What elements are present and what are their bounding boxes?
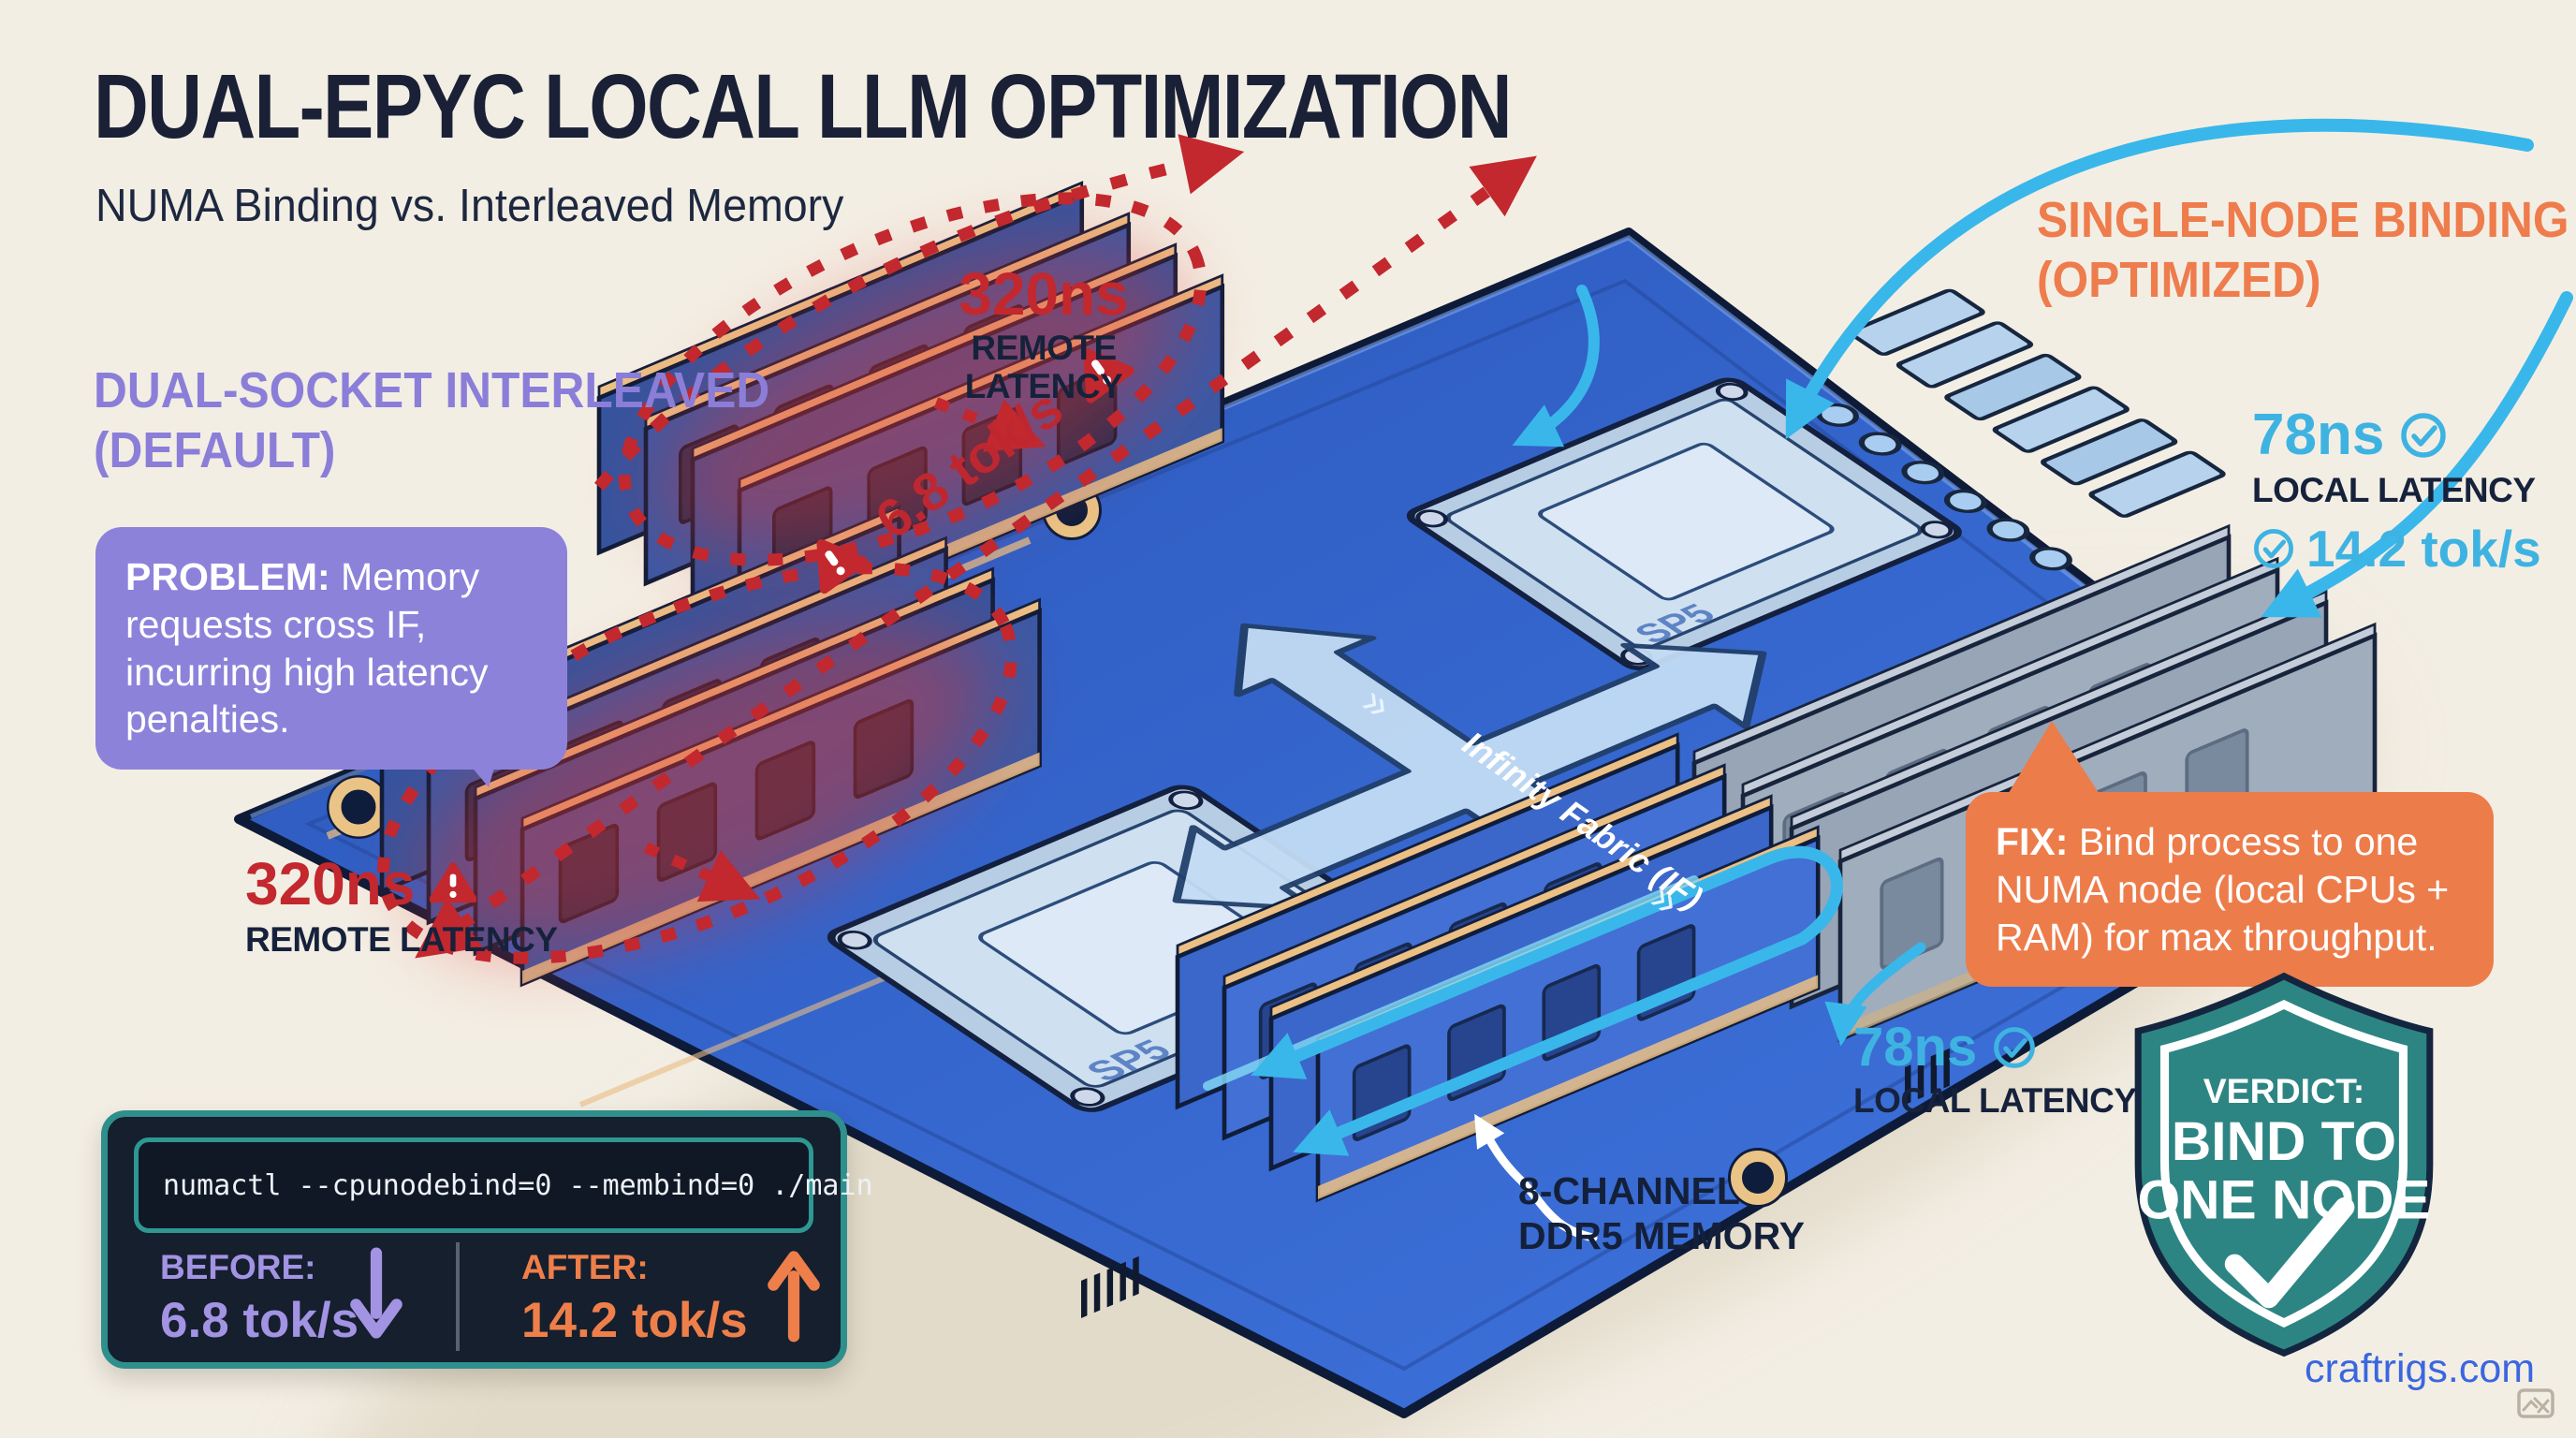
verdict-title: VERDICT: bbox=[2203, 1071, 2365, 1110]
local-memory-flow-arrows bbox=[1203, 845, 1926, 1156]
heading-line: SINGLE-NODE BINDING bbox=[2037, 192, 2569, 248]
verdict-line1: BIND TO bbox=[2172, 1111, 2396, 1172]
local-latency-label: LOCAL LATENCY bbox=[1853, 1081, 2137, 1120]
local-latency-right: 78ns LOCAL LATENCY 14.2 tok/s bbox=[2252, 406, 2541, 575]
check-icon bbox=[2253, 529, 2294, 569]
fix-callout-tail bbox=[2007, 721, 2100, 796]
problem-label: PROBLEM: bbox=[125, 555, 330, 598]
memory-label-line: 8-CHANNEL bbox=[1518, 1169, 1740, 1212]
ddr5-pointer-arrow bbox=[1474, 1113, 1598, 1242]
throughput-good-value: 14.2 tok/s bbox=[2306, 519, 2541, 578]
up-arrow-icon bbox=[768, 1251, 820, 1343]
heading-line: (OPTIMIZED) bbox=[2037, 251, 2321, 308]
stats-divider bbox=[456, 1242, 460, 1351]
heading-line: (DEFAULT) bbox=[94, 421, 336, 478]
after-label: AFTER: bbox=[521, 1248, 649, 1286]
problem-text: Memory requests cross IF, incurring high… bbox=[125, 555, 489, 741]
section-heading-interleaved: DUAL-SOCKET INTERLEAVED (DEFAULT) bbox=[94, 361, 769, 480]
check-icon bbox=[1994, 1027, 2036, 1068]
page-title: DUAL-EPYC LOCAL LLM OPTIMIZATION bbox=[94, 55, 1513, 157]
heading-line: DUAL-SOCKET INTERLEAVED bbox=[94, 362, 770, 418]
watermark: craftrigs.com bbox=[2305, 1346, 2536, 1391]
command-box: numactl --cpunodebind=0 --membind=0 ./ma… bbox=[134, 1137, 873, 1233]
verdict-shield: VERDICT: BIND TO ONE NODE bbox=[2134, 972, 2434, 1357]
memory-channel-label: 8-CHANNEL DDR5 MEMORY bbox=[1518, 1168, 1805, 1259]
check-icon bbox=[2224, 1196, 2355, 1309]
check-icon bbox=[2401, 413, 2447, 458]
local-latency-label: LOCAL LATENCY bbox=[2252, 471, 2536, 509]
pin-header bbox=[1081, 1255, 1139, 1318]
vrm-heatsinks bbox=[1848, 288, 2226, 518]
after-value: 14.2 tok/s bbox=[521, 1293, 748, 1348]
local-latency-bottom: 78ns LOCAL LATENCY bbox=[1853, 1020, 2137, 1121]
remote-access-paths bbox=[377, 134, 1537, 964]
remote-latency-top: 320ns REMOTE LATENCY bbox=[889, 264, 1198, 405]
down-arrow-icon bbox=[350, 1247, 402, 1339]
local-latency-value: 78ns bbox=[2252, 403, 2385, 467]
remote-latency-label: REMOTE LATENCY bbox=[245, 920, 558, 959]
before-label: BEFORE: bbox=[160, 1248, 316, 1286]
page-subtitle: NUMA Binding vs. Interleaved Memory bbox=[95, 181, 844, 231]
section-heading-optimized: SINGLE-NODE BINDING (OPTIMIZED) bbox=[2037, 191, 2569, 310]
cpu-socket-node1: SP5 bbox=[1406, 377, 1962, 671]
broken-image-icon bbox=[2517, 1388, 2554, 1418]
binding-flow-arrows bbox=[1512, 118, 2573, 618]
remote-latency-label: REMOTE LATENCY bbox=[964, 329, 1123, 405]
terminal-panel: numactl --cpunodebind=0 --membind=0 ./ma… bbox=[101, 1110, 873, 1369]
local-latency-value: 78ns bbox=[1853, 1017, 1978, 1078]
before-stat: BEFORE: 6.8 tok/s bbox=[160, 1250, 359, 1345]
warning-icon bbox=[430, 862, 477, 903]
remote-latency-left: 320ns REMOTE LATENCY bbox=[245, 854, 558, 960]
fix-text: Bind process to one NUMA node (local CPU… bbox=[1996, 820, 2450, 959]
fix-label: FIX: bbox=[1996, 820, 2069, 863]
pin-header bbox=[1905, 1048, 1950, 1105]
memory-label-line: DDR5 MEMORY bbox=[1518, 1214, 1805, 1258]
remote-latency-value: 320ns bbox=[245, 850, 416, 917]
before-value: 6.8 tok/s bbox=[160, 1293, 359, 1348]
verdict-line2: ONE NODE bbox=[2138, 1170, 2431, 1231]
fix-callout: FIX: Bind process to one NUMA node (loca… bbox=[1966, 792, 2494, 988]
remote-latency-value: 320ns bbox=[959, 260, 1129, 328]
numactl-command: numactl --cpunodebind=0 --membind=0 ./ma… bbox=[163, 1168, 873, 1202]
after-stat: AFTER: 14.2 tok/s bbox=[521, 1250, 748, 1345]
problem-callout-tail bbox=[440, 729, 505, 787]
